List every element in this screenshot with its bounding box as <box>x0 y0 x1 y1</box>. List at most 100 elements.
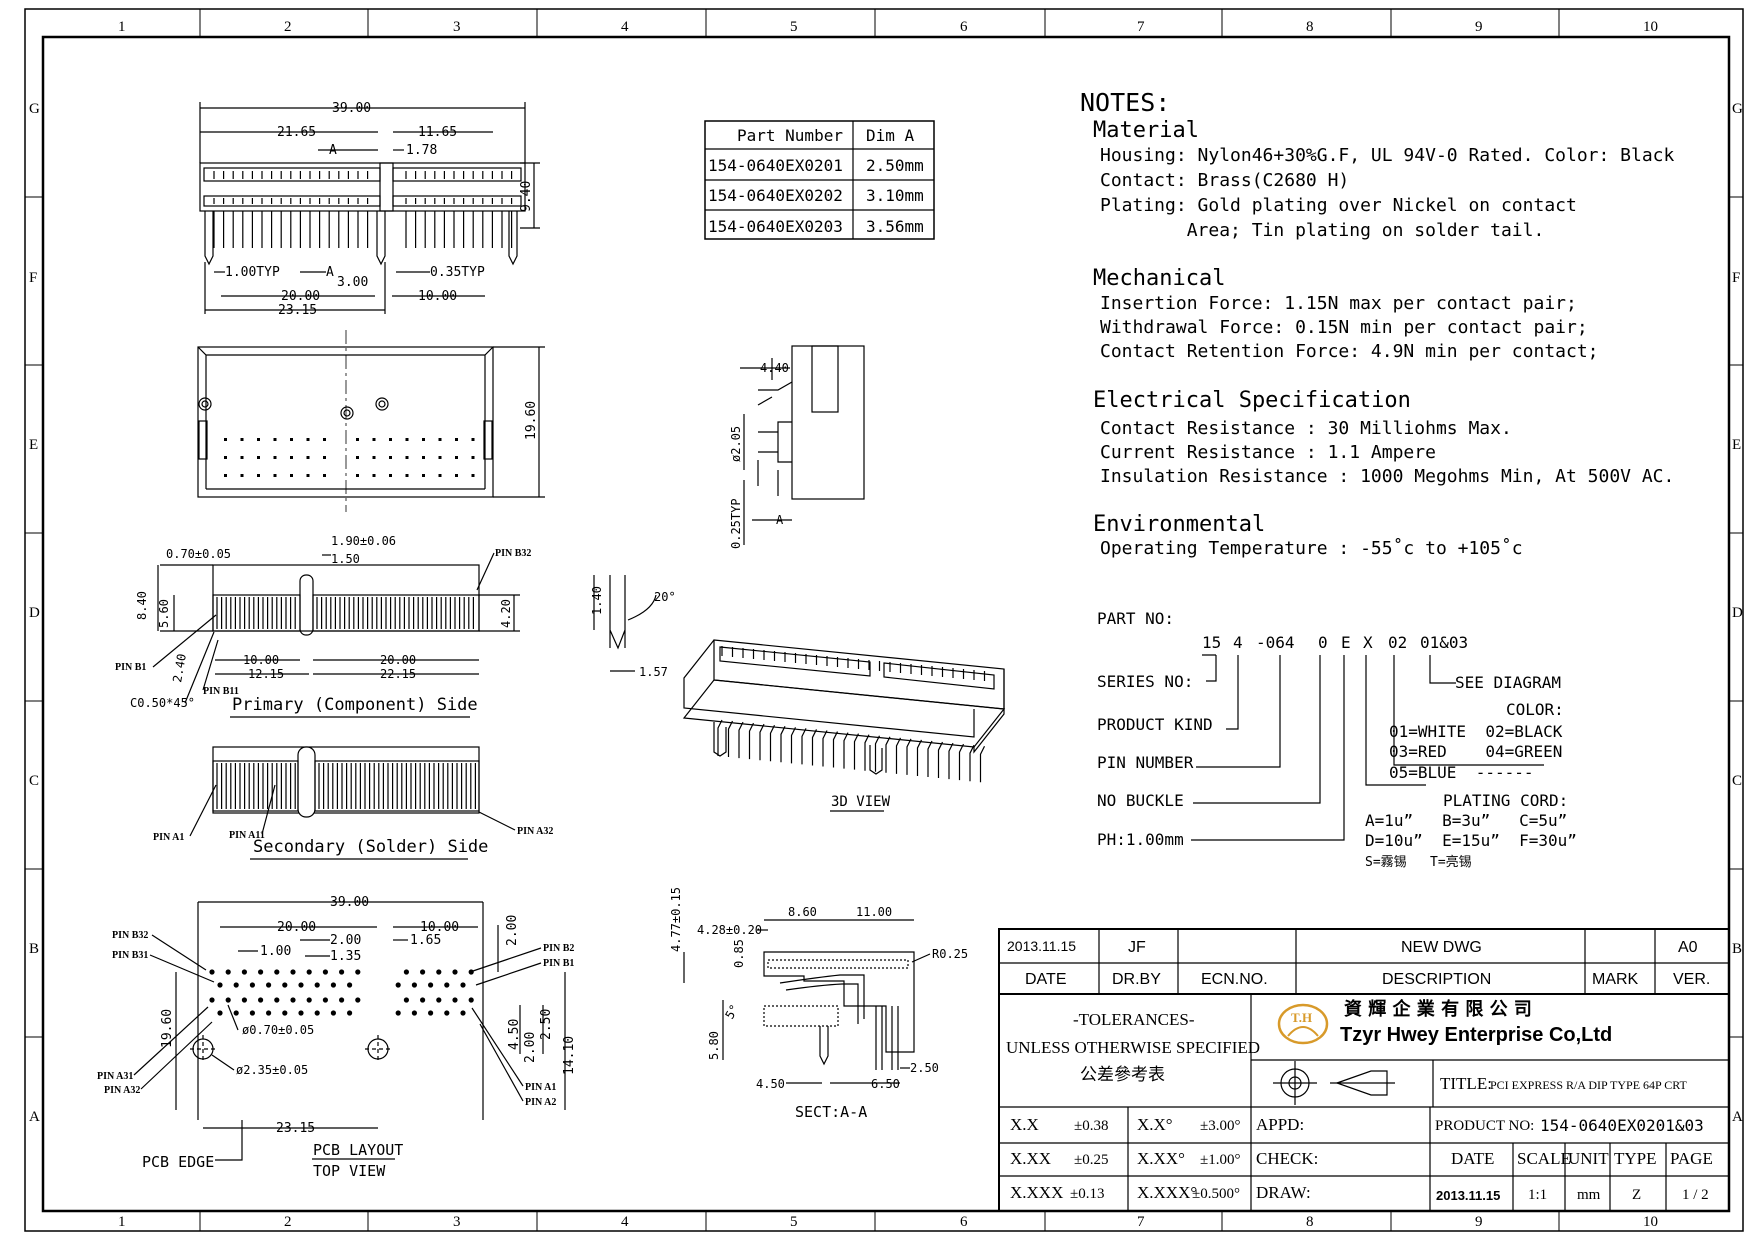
header-description: DESCRIPTION <box>1382 971 1491 988</box>
dim-6-50: 6.50 <box>871 1077 900 1091</box>
notes-line: Area; Tin plating on solder tail. <box>1100 220 1544 241</box>
pcb-hole <box>217 1010 223 1016</box>
zone-col-9-bottom: 9 <box>1475 1214 1483 1230</box>
dim-a-bottom: A <box>326 265 334 280</box>
dim-1-65: 1.65 <box>410 933 441 948</box>
pcb-hole <box>266 1010 272 1016</box>
hole-dot <box>389 474 392 477</box>
notes-electrical-heading: Electrical Specification <box>1093 388 1411 413</box>
table-row-part: 154-0640EX0201 <box>708 156 843 175</box>
hole-dot <box>240 456 244 459</box>
hole-dot <box>422 474 425 477</box>
notes-line: Withdrawal Force: 0.15N min per contact … <box>1100 317 1588 338</box>
iso-pin <box>885 736 891 773</box>
code-series: 15 <box>1202 633 1221 652</box>
header-mark: MARK <box>1592 971 1639 988</box>
side-view: 19.60 <box>197 330 545 512</box>
notes-block: NOTES: Material Housing: Nylon46+30%G.F,… <box>1080 88 1675 559</box>
secondary-side-caption: Secondary (Solder) Side <box>253 837 488 857</box>
pin-label-a31: PIN A31 <box>97 1071 133 1082</box>
dim-21-65: 21.65 <box>277 125 316 140</box>
dim-11-00: 11.00 <box>856 905 892 919</box>
top-view: 39.00 21.65 11.65 A 1.78 9.40 1.00TYP A … <box>199 101 540 318</box>
dim-4-50-sect: 4.50 <box>756 1077 785 1091</box>
dim-8-40: 8.40 <box>135 591 149 620</box>
top-view-slot-lower <box>203 195 381 207</box>
zone-col-3: 3 <box>453 19 461 35</box>
pin-label-b31: PIN B31 <box>112 950 148 961</box>
dim-12-15: 12.15 <box>248 667 284 681</box>
foot-date: 2013.11.15 <box>1436 1188 1500 1203</box>
top-view-housing <box>199 162 526 212</box>
iso-pin <box>969 744 975 782</box>
pcb-hole <box>209 997 215 1003</box>
pcb-hole <box>274 969 280 975</box>
company-name-english: Tzyr Hwey Enterprise Co,Ltd <box>1340 1024 1612 1046</box>
iso-pin <box>727 720 734 758</box>
pcb-hole <box>266 982 272 988</box>
zone-col-4: 4 <box>621 19 629 35</box>
notes-line: Insertion Force: 1.15N max per contact p… <box>1100 293 1577 314</box>
top-view-pins <box>213 171 513 248</box>
hole-dot <box>273 474 277 477</box>
pcb-hole <box>225 969 231 975</box>
hole-dot <box>389 456 392 459</box>
top-view-slot-upper <box>203 167 381 182</box>
hole-dot <box>372 438 376 441</box>
hole-dot <box>356 438 359 441</box>
product-no-value: 154-0640EX0201&03 <box>1540 1116 1704 1135</box>
pcb-hole <box>444 1010 450 1016</box>
hole-dot <box>323 438 326 441</box>
hole-dot <box>290 456 293 459</box>
hole-dot <box>224 438 227 441</box>
dim-22-15: 22.15 <box>380 667 416 681</box>
code-diagram: 01&03 <box>1420 633 1468 652</box>
primary-side-outline <box>212 564 480 632</box>
pcb-hole <box>428 982 434 988</box>
dim-5-60: 5.60 <box>157 599 171 628</box>
header-drawn-by: DR.BY <box>1112 971 1161 988</box>
code-buckle: 0 <box>1318 633 1328 652</box>
tol-row1-value: ±0.38 <box>1074 1118 1108 1134</box>
pcb-hole <box>411 1010 417 1016</box>
company-logo: T.H <box>1277 1003 1329 1045</box>
foot-header-page: PAGE <box>1670 1149 1713 1168</box>
foot-header-type: TYPE <box>1614 1149 1657 1168</box>
iso-pin <box>916 739 923 776</box>
rev-drawn-by: JF <box>1128 939 1146 956</box>
zone-row-d: D <box>29 605 40 621</box>
iso-pin <box>780 726 786 763</box>
pcb-hole <box>233 1010 239 1016</box>
dim-overall-length: 39.00 <box>332 101 371 116</box>
zone-row-c: C <box>29 773 39 789</box>
hole-dot <box>405 438 409 441</box>
dim-5-deg: 5° <box>722 1002 741 1022</box>
notes-line: Contact: Brass(C2680 H) <box>1100 170 1349 191</box>
pcb-hole <box>282 982 288 988</box>
top-view-key <box>379 162 394 212</box>
pin-label-a32: PIN A32 <box>104 1085 140 1096</box>
dim-0-70: 0.70±0.05 <box>166 547 231 561</box>
zone-labels: 1 2 3 4 5 6 7 8 9 10 1 2 3 4 5 6 7 8 9 1… <box>29 19 1743 1230</box>
dim-1-78: 1.78 <box>406 143 437 158</box>
pcb-hole <box>330 1010 336 1016</box>
pcb-hole <box>403 997 409 1003</box>
tol-row3-angle-value: ±0.500° <box>1192 1186 1240 1202</box>
pcb-layout-caption: PCB LAYOUT <box>313 1141 403 1159</box>
pcb-edge-label: PCB EDGE <box>142 1153 214 1171</box>
dim-20-deg: 20° <box>654 590 676 604</box>
primary-side-fingers <box>216 597 474 629</box>
code-plating: X <box>1363 633 1373 652</box>
pcb-layout: 39.00 20.00 10.00 1.00 2.00 1.65 1.35 2.… <box>97 895 577 1180</box>
zone-row-f-right: F <box>1732 270 1740 286</box>
3d-view-caption: 3D VIEW <box>831 794 891 810</box>
iso-pin <box>717 719 723 756</box>
pcb-hole <box>233 982 239 988</box>
top-view-peg-mid <box>376 211 386 266</box>
dim-14-10: 14.10 <box>562 1036 577 1075</box>
tolerances-chinese: 公差參考表 <box>1080 1065 1165 1084</box>
pcb-hole <box>420 997 426 1003</box>
hole-dot <box>471 438 475 441</box>
tol-row2-angle-value: ±1.00° <box>1200 1152 1240 1168</box>
pcb-hole <box>355 969 361 975</box>
